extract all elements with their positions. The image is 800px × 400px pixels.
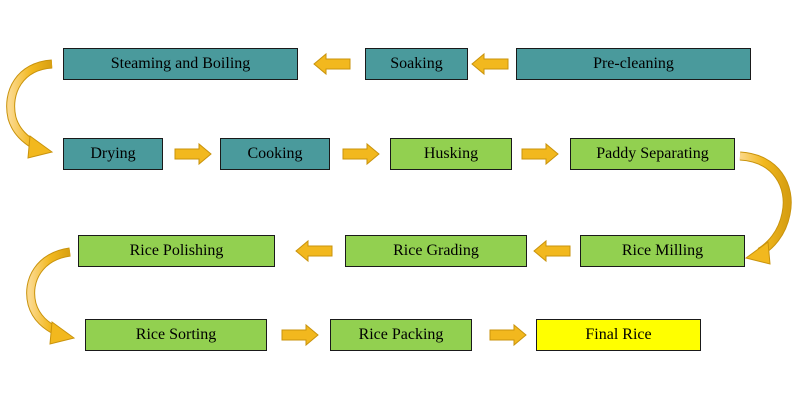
arrow-left-icon [313, 52, 351, 76]
arrow-left-icon [295, 239, 333, 263]
curved-arrow-icon [739, 151, 792, 265]
step-husking: Husking [390, 138, 512, 170]
step-pre-cleaning: Pre-cleaning [516, 48, 751, 80]
arrow-right-icon [281, 323, 319, 347]
arrow-right-icon [489, 323, 527, 347]
curved-arrow-icon [6, 59, 54, 159]
step-steaming-and-boiling: Steaming and Boiling [63, 48, 298, 80]
step-soaking: Soaking [365, 48, 468, 80]
curved-arrow-icon [26, 247, 76, 345]
arrow-left-icon [471, 52, 509, 76]
step-paddy-separating: Paddy Separating [570, 138, 735, 170]
step-rice-polishing: Rice Polishing [78, 235, 275, 267]
step-drying: Drying [63, 138, 163, 170]
step-cooking: Cooking [220, 138, 330, 170]
step-rice-grading: Rice Grading [345, 235, 527, 267]
step-final-rice: Final Rice [536, 319, 701, 351]
arrow-right-icon [342, 142, 380, 166]
step-rice-sorting: Rice Sorting [85, 319, 267, 351]
step-rice-milling: Rice Milling [580, 235, 745, 267]
arrow-right-icon [521, 142, 559, 166]
arrow-left-icon [533, 239, 571, 263]
arrow-right-icon [174, 142, 212, 166]
step-rice-packing: Rice Packing [330, 319, 472, 351]
